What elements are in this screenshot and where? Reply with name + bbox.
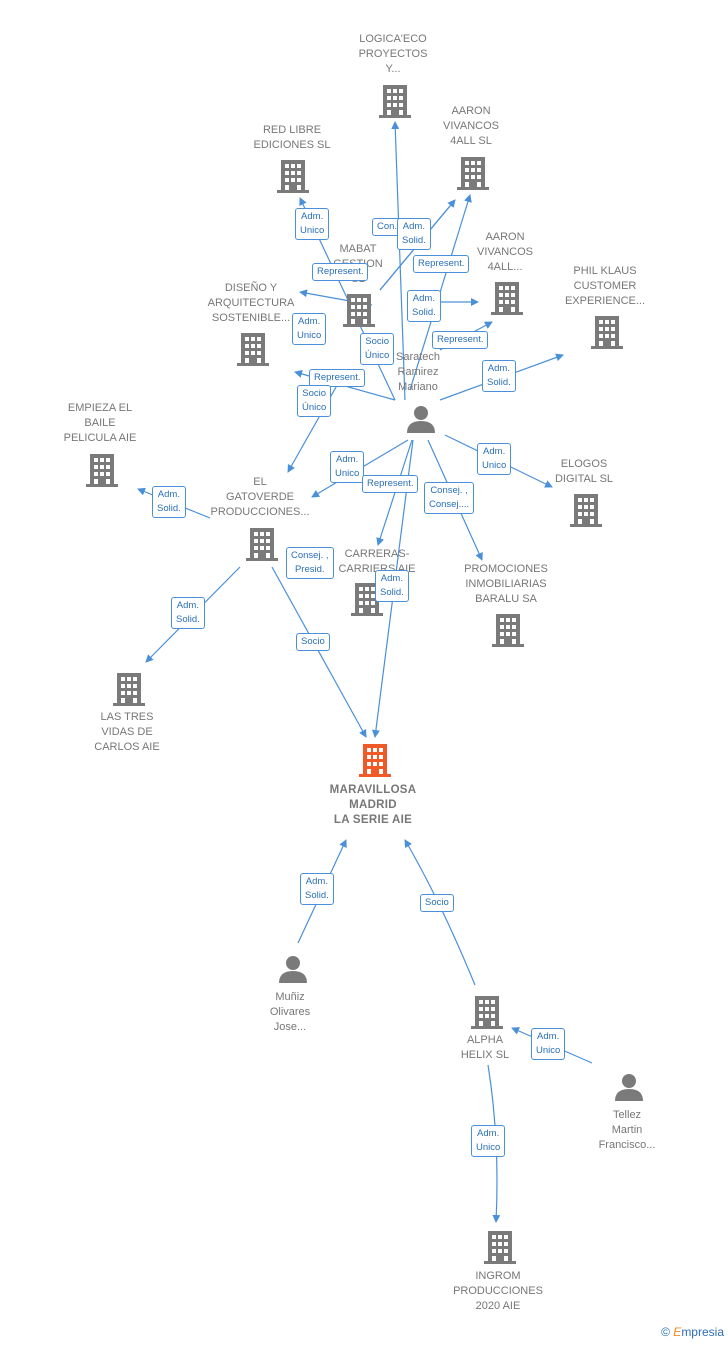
edge-label: Adm. Solid. bbox=[152, 486, 186, 518]
node-red-libre[interactable]: RED LIBRE EDICIONES SL bbox=[253, 124, 331, 151]
building-icon bbox=[237, 333, 269, 366]
edge-line bbox=[404, 839, 476, 986]
copyright-symbol: © bbox=[661, 1325, 670, 1339]
edge-label: Represent. bbox=[362, 475, 419, 493]
node-saratech[interactable]: Saratech Ramirez Mariano bbox=[395, 351, 441, 393]
node-maravillosa[interactable]: MARAVILLOSA MADRID LA SERIE AIE bbox=[329, 784, 417, 826]
edge-label: Adm. Solid. bbox=[171, 597, 205, 629]
building-icon bbox=[591, 316, 623, 349]
edge-label: Adm. Solid. bbox=[407, 290, 441, 322]
edge-label: Adm. Solid. bbox=[482, 360, 516, 392]
building-icon bbox=[484, 1231, 516, 1264]
main-building-icon bbox=[359, 744, 391, 777]
edge-label: Adm. Solid. bbox=[300, 873, 334, 905]
building-icon bbox=[570, 494, 602, 527]
brand-name: mpresia bbox=[681, 1325, 724, 1339]
edge-label: Adm. Unico bbox=[330, 451, 365, 483]
node-las-tres[interactable]: LAS TRES VIDAS DE CARLOS AIE bbox=[94, 711, 160, 753]
node-ingrom[interactable]: INGROM PRODUCCIONES 2020 AIE bbox=[453, 1270, 543, 1312]
node-empieza[interactable]: EMPIEZA EL BAILE PELICULA AIE bbox=[63, 402, 137, 444]
node-alpha[interactable]: ALPHA HELIX SL bbox=[460, 1034, 510, 1061]
node-diseno[interactable]: DISEÑO Y ARQUITECTURA SOSTENIBLE... bbox=[207, 282, 295, 324]
edge-line bbox=[391, 121, 406, 401]
brand-logo-letter: E bbox=[673, 1325, 682, 1339]
building-icon bbox=[86, 454, 118, 487]
node-elogos[interactable]: ELOGOS DIGITAL SL bbox=[554, 458, 614, 485]
edge-label: Adm. Unico bbox=[471, 1125, 506, 1157]
edge-label: Represent. bbox=[432, 331, 489, 349]
building-icon bbox=[343, 294, 375, 327]
edge-label: Socio bbox=[420, 894, 454, 912]
node-aaron-2[interactable]: AARON VIVANCOS 4ALL... bbox=[476, 231, 534, 273]
building-icon bbox=[379, 85, 411, 118]
building-icon bbox=[246, 528, 278, 561]
edge-label: Socio bbox=[296, 633, 330, 651]
brand-footer[interactable]: © Empresia bbox=[661, 1325, 724, 1339]
node-promociones[interactable]: PROMOCIONES INMOBILIARIAS BARALU SA bbox=[464, 563, 548, 605]
edge-label: Adm. Solid. bbox=[375, 570, 409, 602]
building-icon bbox=[491, 282, 523, 315]
node-muniz[interactable]: Muñiz Olivares Jose... bbox=[269, 991, 311, 1033]
edge-label: Adm. Unico bbox=[292, 313, 327, 345]
edge-line bbox=[271, 566, 367, 738]
edge-label: Consej. , Presid. bbox=[286, 547, 334, 579]
node-logica[interactable]: LOGICA'ECO PROYECTOS Y... bbox=[358, 33, 428, 75]
building-icon bbox=[113, 673, 145, 706]
edge-label: Socio Único bbox=[297, 385, 332, 417]
edge-line bbox=[287, 379, 341, 473]
person-icon bbox=[279, 956, 307, 983]
edge-label: Adm. Unico bbox=[295, 208, 330, 240]
person-icon bbox=[407, 406, 435, 433]
building-icon bbox=[471, 996, 503, 1029]
edge-label: Represent. bbox=[312, 263, 369, 281]
edge-label: Consej. , Consej.... bbox=[424, 482, 475, 514]
node-tellez[interactable]: Tellez Martin Francisco... bbox=[598, 1109, 656, 1151]
building-icon bbox=[492, 614, 524, 647]
building-icon bbox=[457, 157, 489, 190]
person-icon bbox=[615, 1074, 643, 1101]
edge-label: Represent. bbox=[413, 255, 470, 273]
edge-label: Adm. Unico bbox=[531, 1028, 566, 1060]
node-gatoverde[interactable]: EL GATOVERDE PRODUCCIONES... bbox=[210, 476, 310, 518]
building-icon bbox=[277, 160, 309, 193]
edge-label: Adm. Solid. bbox=[397, 218, 431, 250]
node-phil[interactable]: PHIL KLAUS CUSTOMER EXPERIENCE... bbox=[564, 265, 646, 307]
edge-label: Adm. Unico bbox=[477, 443, 512, 475]
node-aaron-1[interactable]: AARON VIVANCOS 4ALL SL bbox=[442, 105, 500, 147]
edge-label: Socio Único bbox=[360, 333, 395, 365]
edge-label: Represent. bbox=[309, 369, 366, 387]
